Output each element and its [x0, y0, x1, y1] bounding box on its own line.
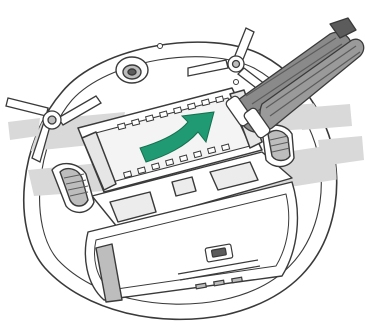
caster-wheel [116, 57, 148, 83]
